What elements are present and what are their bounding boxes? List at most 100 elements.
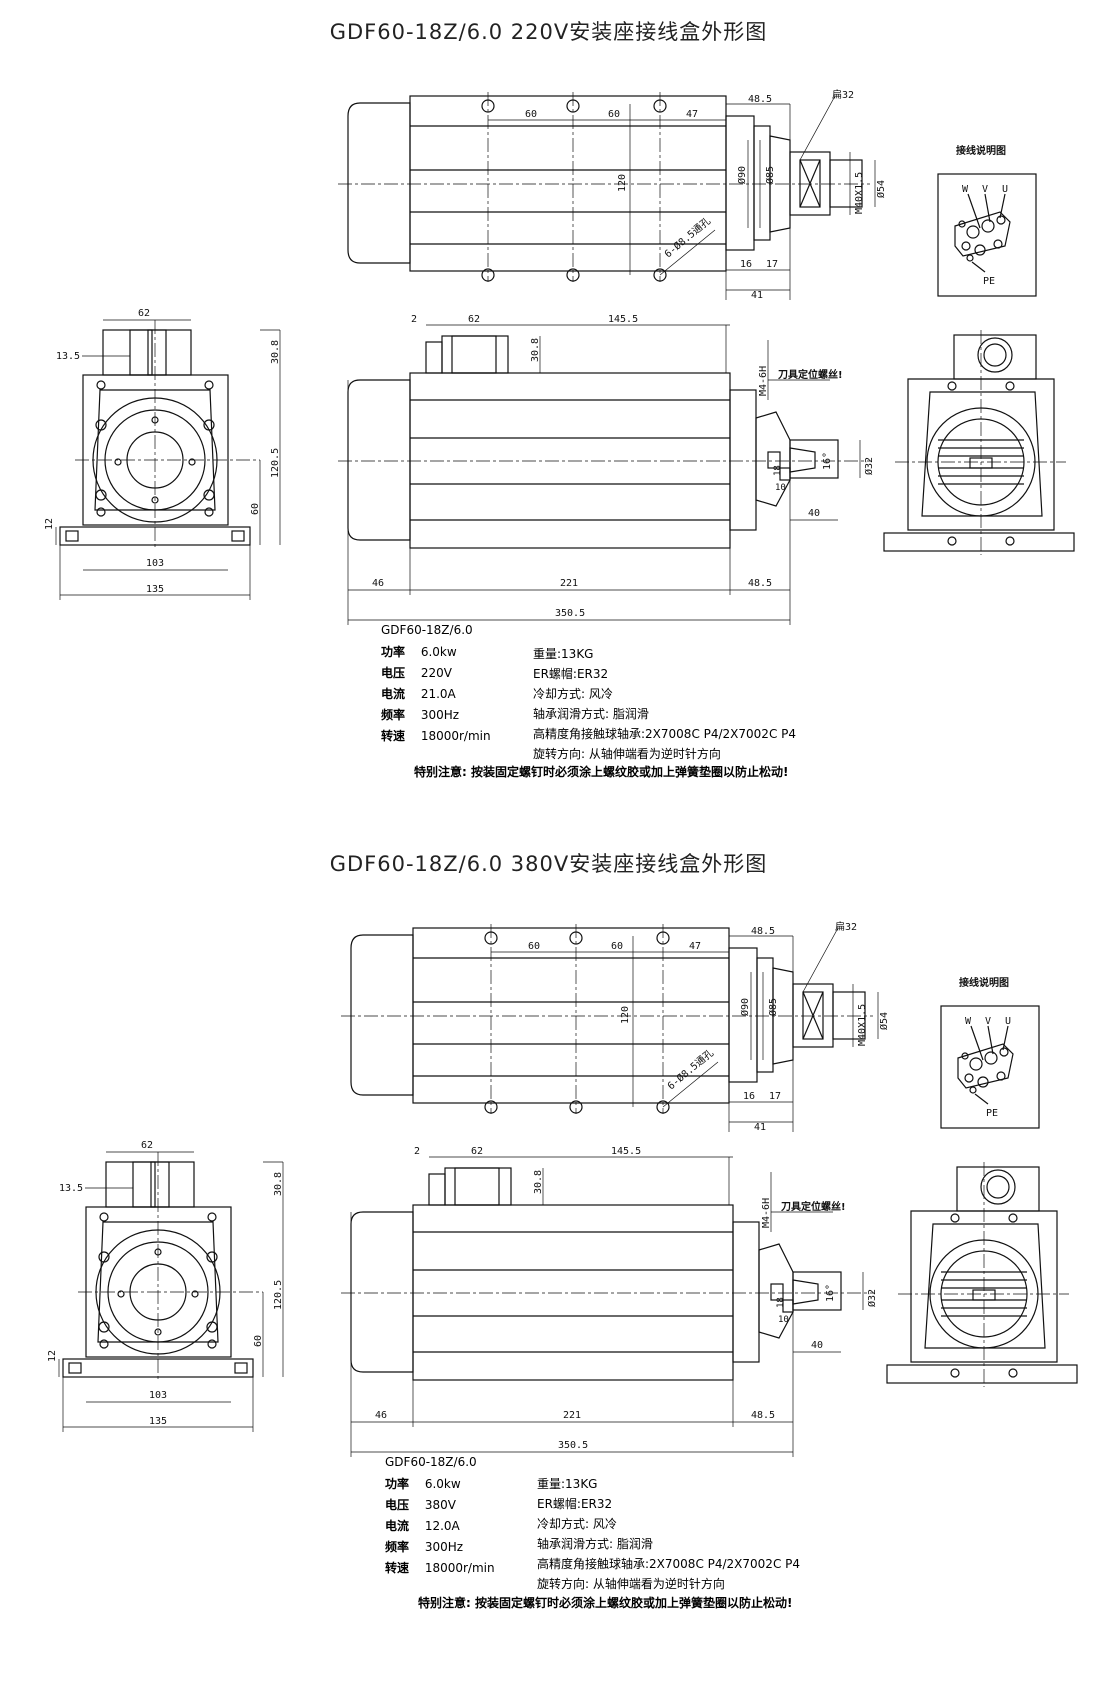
dim-side-48-5: 48.5 xyxy=(748,578,772,589)
dim-41: 41 xyxy=(751,290,763,301)
spec-weight: 重量:13KG xyxy=(537,1477,598,1491)
wiring-pe: PE xyxy=(986,1108,998,1119)
dim-side-30-8: 30.8 xyxy=(533,1170,544,1194)
spec-cooling: 冷却方式: 风冷 xyxy=(537,1517,617,1531)
dim-350-5: 350.5 xyxy=(558,1440,588,1451)
spec-value: 300Hz xyxy=(420,708,460,722)
wiring-w: W xyxy=(965,1016,972,1027)
wiring-title: 接线说明图 xyxy=(959,976,1009,989)
dim-60-a: 60 xyxy=(528,941,540,952)
dim-angle-16: 16° xyxy=(822,452,833,470)
dim-120: 120 xyxy=(617,174,628,192)
sheet-title: GDF60-18Z/6.0 380V安装座接线盒外形图 xyxy=(329,852,768,876)
dim-m4: M4-6H xyxy=(761,1198,772,1228)
spec-key: 转速 xyxy=(385,1561,410,1575)
dim-side-62: 62 xyxy=(468,314,480,325)
dim-phi32: Ø32 xyxy=(866,1289,878,1307)
top-view xyxy=(350,927,866,1114)
dim-40: 40 xyxy=(811,1340,823,1351)
spec-key: 功率 xyxy=(381,645,406,659)
dim-221: 221 xyxy=(563,1410,581,1421)
dim-front-60: 60 xyxy=(250,503,261,515)
wiring-u: U xyxy=(1005,1016,1011,1027)
spec-value: 380V xyxy=(424,1498,456,1512)
label-tool-screw: 刀具定位螺丝! xyxy=(781,1200,846,1213)
dim-17: 17 xyxy=(769,1091,781,1102)
dim-phi32: Ø32 xyxy=(863,457,875,475)
dim-front-103: 103 xyxy=(146,558,164,569)
dim-side-48-5: 48.5 xyxy=(751,1410,775,1421)
dim-60-b: 60 xyxy=(608,109,620,120)
dim-47: 47 xyxy=(689,941,701,952)
dim-side-145-5: 145.5 xyxy=(608,314,638,325)
technical-drawing: 60 60 47 48.5 扁32 120 Ø90 Ø85 M40X1.5 Ø5… xyxy=(47,920,1078,1457)
dim-46: 46 xyxy=(375,1410,387,1421)
rear-view xyxy=(883,334,1075,552)
wiring-diagram xyxy=(940,1005,1040,1129)
spec-model: GDF60-18Z/6.0 xyxy=(385,1455,477,1469)
dim-flat-32: 扁32 xyxy=(835,920,857,933)
special-note: 特别注意: 按装固定螺钉时必须涂上螺纹胶或加上弹簧垫圈以防止松动! xyxy=(414,765,789,779)
dim-phi90: Ø90 xyxy=(739,998,751,1016)
dim-m40: M40X1.5 xyxy=(857,1004,868,1046)
spec-value: 18000r/min xyxy=(424,1561,495,1575)
spec-key: 电压 xyxy=(381,666,406,680)
dim-front-120-5: 120.5 xyxy=(270,448,281,478)
dim-phi85: Ø85 xyxy=(764,166,776,184)
spec-key: 电流 xyxy=(381,687,406,701)
dim-front-12: 12 xyxy=(47,1350,58,1362)
wiring-v: V xyxy=(982,184,988,195)
dim-phi85: Ø85 xyxy=(767,998,779,1016)
dim-front-135: 135 xyxy=(146,584,164,595)
spec-bearing: 高精度角接触球轴承:2X7008C P4/2X7002C P4 xyxy=(537,1557,801,1571)
dim-front-13-5: 13.5 xyxy=(56,351,80,362)
dim-front-30-8: 30.8 xyxy=(270,340,281,364)
dim-16: 16 xyxy=(743,1091,755,1102)
technical-drawing: 60 60 47 48.5 扁32 120 Ø90 Ø85 M40X1.5 Ø5… xyxy=(44,88,1075,625)
spec-model: GDF60-18Z/6.0 xyxy=(381,623,473,637)
dim-10: 10 xyxy=(775,483,786,493)
spec-value: 6.0kw xyxy=(420,645,457,659)
dim-side-145-5: 145.5 xyxy=(611,1146,641,1157)
dim-flat-32: 扁32 xyxy=(832,88,854,101)
sheet-380v: GDF60-18Z/6.0 380V安装座接线盒外形图 xyxy=(0,840,1097,1680)
dim-front-120-5: 120.5 xyxy=(273,1280,284,1310)
dim-side-2: 2 xyxy=(411,314,417,325)
dim-48-5: 48.5 xyxy=(751,926,775,937)
spec-value: 6.0kw xyxy=(424,1477,461,1491)
spec-list-right: 重量:13KG ER螺帽:ER32 冷却方式: 风冷 轴承润滑方式: 脂润滑 高… xyxy=(537,1474,800,1594)
spec-lubrication: 轴承润滑方式: 脂润滑 xyxy=(537,1537,653,1551)
dim-phi90: Ø90 xyxy=(736,166,748,184)
rear-view xyxy=(886,1166,1078,1384)
dim-front-135: 135 xyxy=(149,1416,167,1427)
dim-60-a: 60 xyxy=(525,109,537,120)
special-note: 特别注意: 按装固定螺钉时必须涂上螺纹胶或加上弹簧垫圈以防止松动! xyxy=(418,1596,793,1610)
side-view xyxy=(350,1167,842,1381)
wiring-diagram xyxy=(937,173,1037,297)
dim-front-30-8: 30.8 xyxy=(273,1172,284,1196)
top-view xyxy=(347,95,863,282)
spec-value: 220V xyxy=(420,666,452,680)
spec-key: 功率 xyxy=(385,1477,410,1491)
spec-value: 300Hz xyxy=(424,1540,464,1554)
spec-value: 12.0A xyxy=(424,1519,460,1533)
spec-rotation: 旋转方向: 从轴伸端看为逆时针方向 xyxy=(533,747,721,761)
dim-m40: M40X1.5 xyxy=(854,172,865,214)
spec-lubrication: 轴承润滑方式: 脂润滑 xyxy=(533,707,649,721)
dim-48-5: 48.5 xyxy=(748,94,772,105)
dim-60-b: 60 xyxy=(611,941,623,952)
spec-cooling: 冷却方式: 风冷 xyxy=(533,687,613,701)
dim-17: 17 xyxy=(766,259,778,270)
dim-front-13-5: 13.5 xyxy=(59,1183,83,1194)
wiring-u: U xyxy=(1002,184,1008,195)
dim-46: 46 xyxy=(372,578,384,589)
sheet-title: GDF60-18Z/6.0 220V安装座接线盒外形图 xyxy=(329,20,768,44)
dim-18: 18 xyxy=(773,465,783,476)
dim-221: 221 xyxy=(560,578,578,589)
dim-16: 16 xyxy=(740,259,752,270)
dim-120: 120 xyxy=(620,1006,631,1024)
spec-nut: ER螺帽:ER32 xyxy=(533,667,609,681)
dim-phi54: Ø54 xyxy=(875,180,887,198)
spec-key: 电压 xyxy=(385,1498,410,1512)
label-tool-screw: 刀具定位螺丝! xyxy=(778,368,843,381)
